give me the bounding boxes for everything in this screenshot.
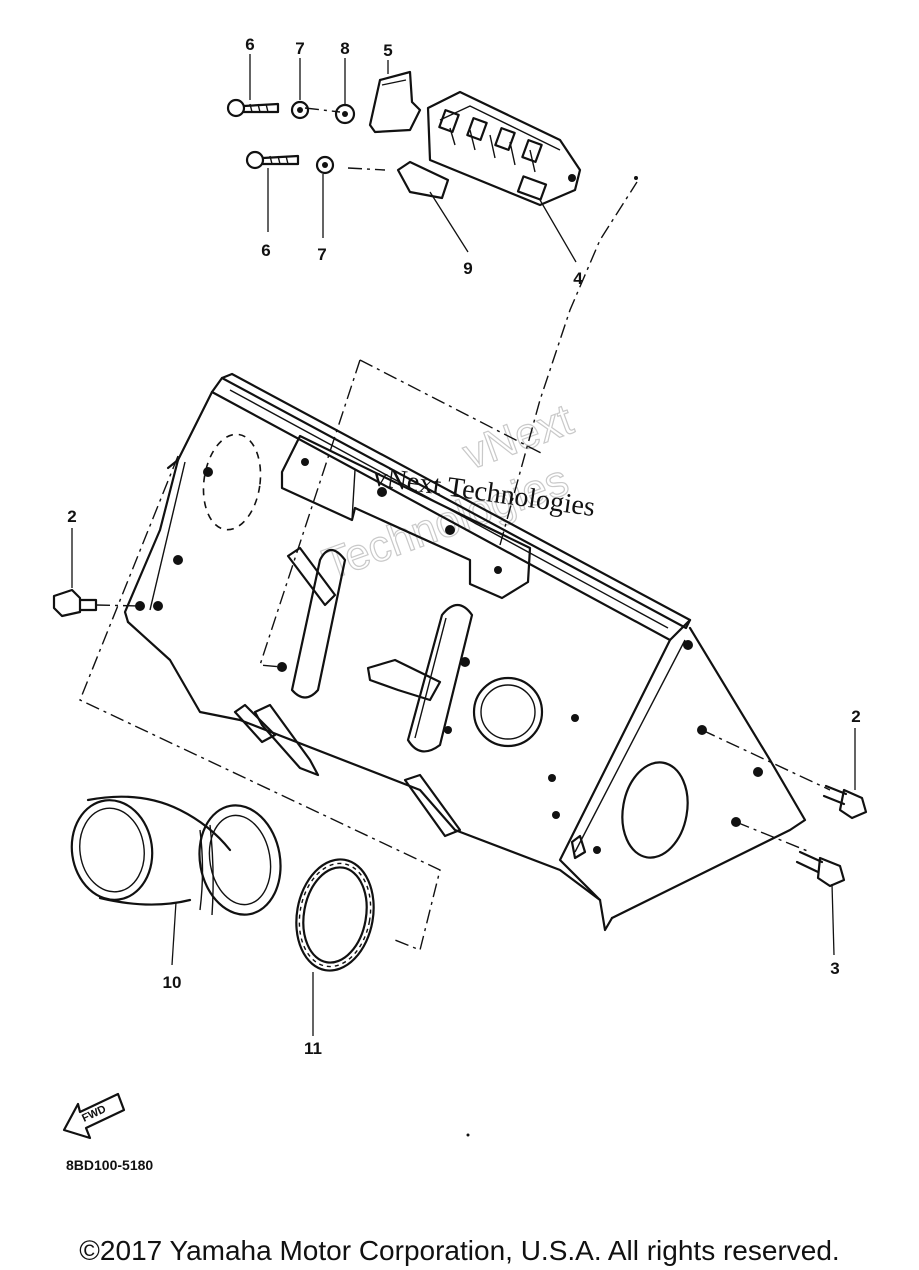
screw-6-top (226, 98, 280, 118)
washer-7-top (290, 100, 310, 120)
callout-2-right: 2 (851, 707, 860, 726)
bolt-2-right (822, 784, 868, 820)
copyright-notice: ©2017 Yamaha Motor Corporation, U.S.A. A… (79, 1235, 840, 1266)
callout-10: 10 (163, 973, 182, 992)
fwd-label: FWD (80, 1103, 108, 1124)
fuse-clip (396, 160, 450, 200)
washer-7-bottom (315, 155, 335, 175)
callout-8: 8 (340, 39, 349, 58)
callout-5: 5 (383, 41, 392, 60)
main-panel (123, 372, 807, 932)
assembly-lines (79, 107, 831, 951)
fuse-box (426, 90, 582, 207)
callout-4: 4 (573, 269, 583, 288)
callout-3: 3 (830, 959, 839, 978)
diagram-code: 8BD100-5180 (66, 1157, 153, 1173)
callout-6-bottom: 6 (261, 241, 270, 260)
callout-9: 9 (463, 259, 472, 278)
seal-ring (295, 858, 375, 972)
callout-7-top: 7 (295, 39, 304, 58)
bolt-3 (795, 850, 846, 888)
intake-boot (70, 795, 282, 916)
callout-11: 11 (304, 1039, 322, 1058)
callout-6-top: 6 (245, 35, 254, 54)
leader-lines (71, 54, 856, 1036)
callout-7-bottom: 7 (317, 245, 326, 264)
watermark: vNext Technologies vNext Technologies (316, 394, 597, 590)
screw-6-bottom (245, 150, 300, 170)
callouts: 6 7 8 5 6 7 9 4 2 2 3 10 11 (67, 35, 860, 1058)
nut-8 (334, 103, 356, 125)
callout-2-left: 2 (67, 507, 76, 526)
fuse-cover (368, 70, 422, 134)
bolt-2-left (52, 588, 98, 618)
forward-arrow-icon: FWD (62, 1092, 126, 1140)
